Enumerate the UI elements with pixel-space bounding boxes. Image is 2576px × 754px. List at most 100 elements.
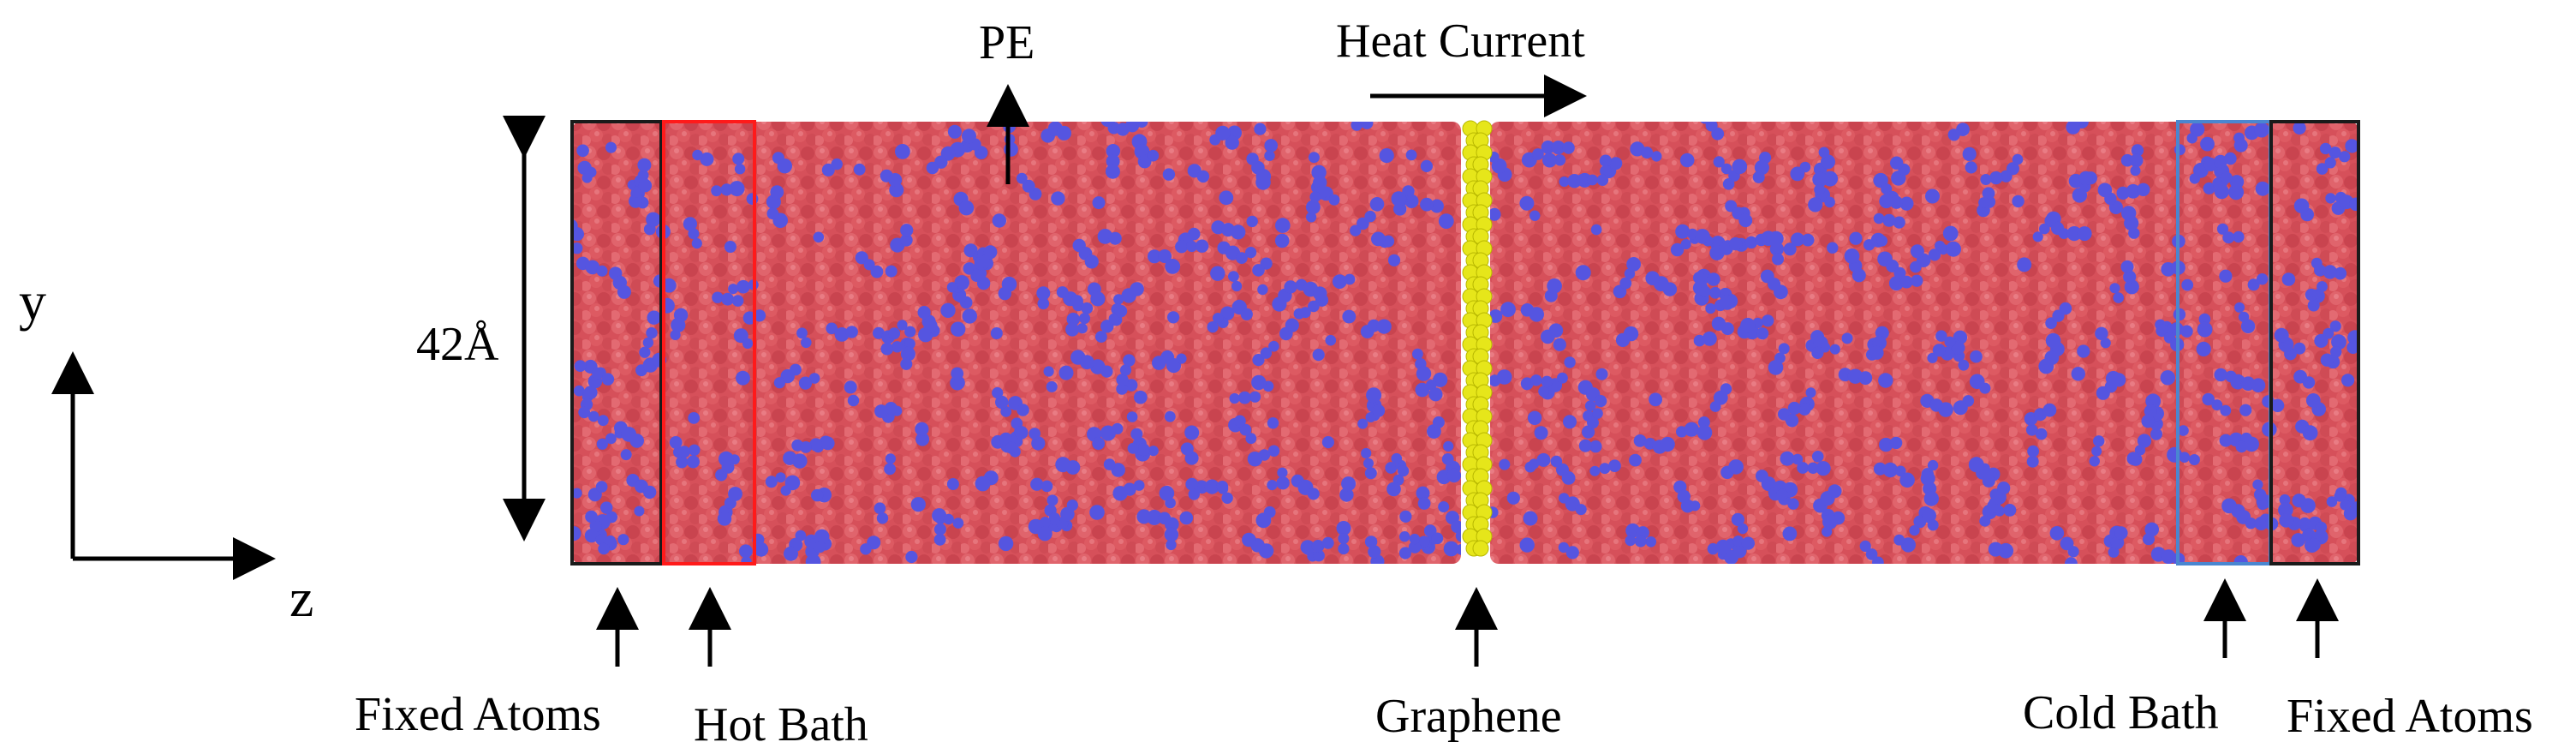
cold-bath-label: Cold Bath	[2023, 686, 2219, 739]
pe-atom-blue	[2220, 404, 2232, 416]
pe-atom-blue	[1423, 524, 1437, 537]
pe-atom-blue	[1865, 548, 1878, 560]
pe-atom-blue	[1576, 174, 1589, 186]
pe-atom-blue	[1070, 295, 1083, 308]
pe-atom-blue	[1103, 458, 1116, 470]
pe-atom-blue	[2281, 272, 2296, 286]
pe-atom-blue	[1732, 159, 1748, 175]
pe-atom-blue	[1680, 239, 1691, 249]
pe-atom-blue	[1092, 437, 1106, 451]
pe-atom-blue	[1754, 159, 1769, 176]
pe-atom-blue	[689, 444, 701, 456]
pe-atom-blue	[1698, 122, 1713, 124]
pe-atom-blue	[1204, 479, 1219, 494]
pe-atom-blue	[1431, 532, 1444, 545]
pe-atom-blue	[1536, 452, 1551, 467]
pe-atom-blue	[576, 144, 589, 158]
hot-bath-label: Hot Bath	[694, 698, 868, 751]
pe-atom-blue	[1123, 354, 1136, 367]
pe-atom-blue	[962, 308, 978, 324]
pe-atom-blue	[1419, 536, 1430, 548]
pe-atom-blue	[1079, 313, 1090, 324]
pe-atom-blue	[1827, 242, 1839, 254]
blue-atoms-right	[1490, 122, 2358, 564]
pe-atom-blue	[813, 231, 825, 243]
pe-atom-blue	[1105, 164, 1120, 179]
pe-atom-blue	[1584, 400, 1596, 412]
pe-atom-blue	[1106, 144, 1121, 159]
pe-atom-blue	[2302, 376, 2316, 389]
pe-atom-blue	[728, 284, 739, 295]
pe-atom-blue	[926, 161, 939, 175]
pe-atom-blue	[1557, 372, 1568, 384]
pe-atom-blue	[770, 185, 784, 200]
pe-atom-blue	[1179, 511, 1194, 525]
pe-atom-blue	[2239, 404, 2252, 416]
pe-atom-blue	[1740, 317, 1756, 333]
fixed-atoms-box-left	[570, 120, 663, 566]
pe-atom-blue	[728, 487, 742, 501]
pe-atom-blue	[1816, 461, 1831, 476]
pe-atom-blue	[995, 395, 1009, 410]
pe-atom-blue	[2105, 371, 2121, 386]
pe-atom-blue	[1438, 213, 1454, 229]
pe-atom-blue	[1065, 322, 1080, 337]
pe-atom-blue	[819, 435, 832, 449]
pe-atom-blue	[2222, 231, 2235, 244]
pe-atom-blue	[1386, 482, 1401, 497]
pe-atom-blue	[2003, 504, 2017, 517]
pe-atom-blue	[1016, 172, 1028, 184]
pe-atom-blue	[1089, 505, 1105, 520]
pe-atom-blue	[863, 259, 875, 271]
pe-atom-blue	[1529, 307, 1545, 322]
pe-atom-blue	[950, 374, 965, 391]
pe-atom-blue	[1165, 259, 1181, 274]
pe-atom-blue	[1240, 308, 1253, 320]
pe-atom-blue	[1679, 153, 1695, 168]
pe-atom-blue	[1167, 311, 1180, 324]
pe-atom-blue	[1541, 141, 1555, 154]
pe-atom-blue	[1106, 154, 1120, 169]
pe-atom-blue	[1783, 242, 1797, 256]
pe-atom-blue	[1066, 312, 1080, 326]
pe-atom-blue	[855, 251, 868, 265]
pe-atom-blue	[2137, 434, 2152, 448]
pe-atom-blue	[2329, 147, 2341, 159]
pe-atom-blue	[1076, 323, 1088, 334]
pe-atom-blue	[891, 341, 903, 353]
z-axis-label: z	[289, 567, 314, 628]
pe-atom-blue	[1391, 452, 1403, 464]
pe-atom-blue	[1267, 445, 1280, 457]
pe-atom-blue	[1942, 225, 1959, 242]
pe-atom-blue	[1114, 304, 1128, 318]
pe-atom-blue	[741, 556, 752, 564]
pe-atom-blue	[1357, 217, 1369, 230]
pe-atom-blue	[1428, 387, 1443, 402]
pe-atom-blue	[1399, 531, 1410, 542]
pe-atom-blue	[1159, 485, 1175, 501]
pe-atom-blue	[2257, 499, 2269, 511]
pe-atom-blue	[596, 265, 608, 277]
pe-atom-blue	[2141, 414, 2156, 428]
height-label: 42Å	[416, 318, 499, 371]
pe-atom-blue	[2291, 533, 2305, 548]
pe-atom-blue	[1338, 542, 1350, 555]
pe-atom-blue	[814, 541, 826, 554]
pe-atom-blue	[2305, 393, 2321, 408]
pe-atom-blue	[1164, 410, 1176, 422]
pe-atom-blue	[1670, 242, 1685, 257]
pe-atom-blue	[1626, 257, 1641, 272]
pe-atom-blue	[1737, 523, 1749, 535]
pe-atom-blue	[2144, 522, 2159, 537]
pe-atom-blue	[1245, 433, 1257, 445]
pe-atom-blue	[1490, 207, 1501, 221]
pe-atom-blue	[1364, 467, 1377, 480]
pe-atom-blue	[1311, 540, 1325, 553]
pe-atom-blue	[598, 542, 610, 555]
pe-atom-blue	[1195, 480, 1209, 494]
pe-atom-blue	[1547, 278, 1562, 294]
pe-atom-blue	[2234, 302, 2245, 313]
pe-atom-blue	[1595, 368, 1608, 380]
pe-atom-blue	[1813, 335, 1828, 351]
